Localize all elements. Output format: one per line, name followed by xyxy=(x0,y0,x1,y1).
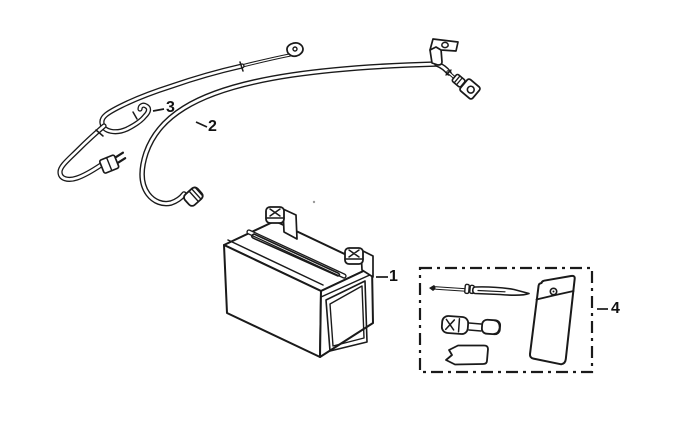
battery xyxy=(223,200,374,358)
callout-label-3: 3 xyxy=(166,99,175,116)
leader-2 xyxy=(195,121,208,128)
tool-grip xyxy=(445,344,489,366)
cable-short-flag-terminal xyxy=(286,42,304,58)
screwdriver xyxy=(429,283,530,296)
cable-long-harness xyxy=(139,38,481,207)
cable-long-boot-connector xyxy=(183,186,204,207)
cable-long-mount-bracket xyxy=(429,38,459,66)
battery-terminal-left xyxy=(265,206,285,224)
tool-kit xyxy=(418,266,594,374)
callout-label-4: 4 xyxy=(611,300,620,317)
tool-kit-boundary xyxy=(418,266,594,374)
cable-short-spade-connector xyxy=(98,151,127,174)
plug-wrench xyxy=(440,315,502,336)
cable-long-eyelet-terminal xyxy=(445,69,481,100)
cable-short-harness xyxy=(57,42,304,182)
callout-label-1: 1 xyxy=(389,268,398,285)
battery-terminal-right xyxy=(344,247,364,265)
leader-3 xyxy=(152,108,165,112)
battery-terminal-left-plate xyxy=(282,208,298,240)
dust-speck xyxy=(312,200,316,204)
callout-leaders xyxy=(152,108,608,310)
tool-pouch xyxy=(528,274,576,366)
callout-label-2: 2 xyxy=(208,118,217,135)
